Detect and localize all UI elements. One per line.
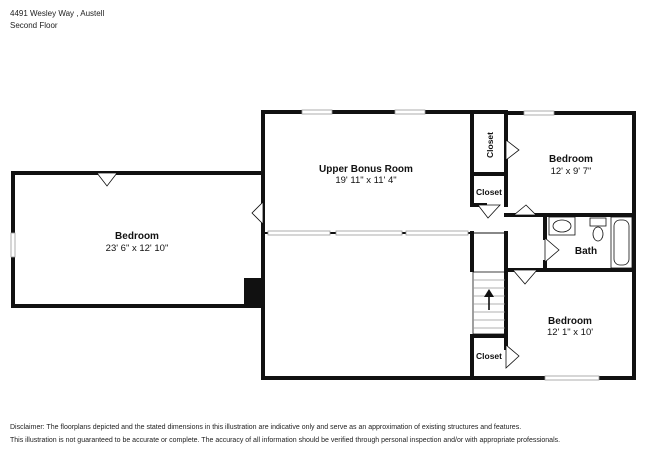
chimney-block	[244, 278, 263, 308]
svg-text:19' 11" x 11' 4": 19' 11" x 11' 4"	[335, 175, 396, 186]
door-swings	[96, 139, 560, 369]
closet-bottom-label: Closet	[476, 351, 502, 361]
svg-text:12' x 9' 7": 12' x 9' 7"	[551, 166, 592, 177]
room-bedroom-left: Bedroom 23' 6" x 12' 10"	[106, 231, 169, 254]
svg-text:Bedroom: Bedroom	[115, 231, 159, 242]
windows	[10, 109, 600, 381]
svg-text:23' 6" x 12' 10": 23' 6" x 12' 10"	[106, 243, 169, 254]
room-upper-bonus: Upper Bonus Room 19' 11" x 11' 4"	[319, 164, 413, 186]
room-bath: Bath	[575, 246, 597, 257]
closet-mid-label: Closet	[476, 187, 502, 197]
svg-text:Bedroom: Bedroom	[548, 316, 592, 327]
stair-arrow-icon	[484, 289, 494, 310]
closet-top-label: Closet	[485, 132, 495, 158]
svg-text:12' 1" x 10': 12' 1" x 10'	[547, 327, 593, 338]
svg-text:Upper Bonus Room: Upper Bonus Room	[319, 164, 413, 175]
main-outer-walls	[261, 110, 636, 380]
floor-label: Second Floor	[10, 21, 58, 30]
disclaimer-line-2: This illustration is not guaranteed to b…	[10, 437, 561, 444]
room-bedroom-top-right: Bedroom 12' x 9' 7"	[549, 154, 593, 177]
bath-fixtures	[548, 216, 633, 269]
disclaimer-line-1: Disclaimer: The floorplans depicted and …	[10, 424, 522, 431]
svg-text:Bedroom: Bedroom	[549, 154, 593, 165]
room-bedroom-bottom-right: Bedroom 12' 1" x 10'	[547, 316, 593, 338]
stairs	[472, 271, 506, 335]
address-label: 4491 Wesley Way , Austell	[10, 9, 105, 18]
